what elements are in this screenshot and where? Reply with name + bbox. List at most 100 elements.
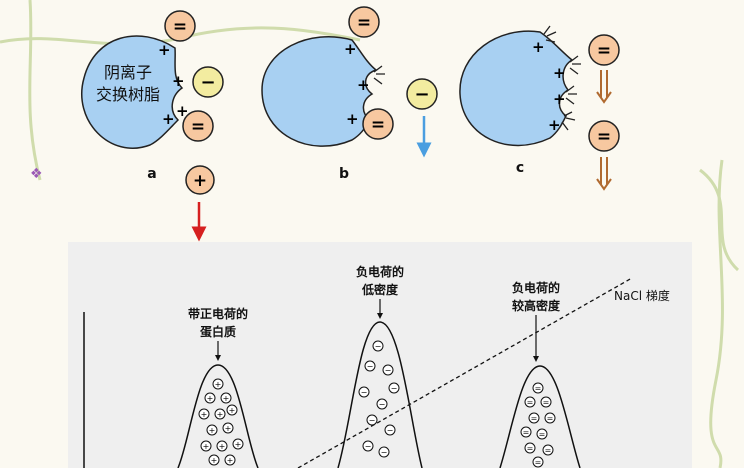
panel-letter-a: a	[147, 166, 156, 182]
resin-bead-a	[81, 35, 184, 149]
particle-circle	[200, 440, 212, 452]
bristle-icon	[543, 25, 581, 131]
particle-sign: +	[235, 440, 242, 449]
double-negative-bead	[588, 34, 620, 66]
peak-label-2-line2: 低密度	[361, 282, 399, 297]
particle-circle	[224, 454, 236, 466]
particle-circle	[528, 412, 540, 424]
particle-circle	[358, 386, 370, 398]
particle-circle	[524, 442, 536, 454]
particle-sign: −	[385, 366, 392, 375]
resin-label-line2: 交换树脂	[96, 85, 160, 104]
particle-sign: +	[227, 456, 234, 465]
particle-sign: +	[203, 442, 210, 451]
double-negative-bead	[182, 110, 214, 142]
particle-sign: =	[527, 444, 534, 453]
elution-plot: NaCl 梯度 带正电荷的 蛋白质 负电荷的 低密度 负电荷的 较高密度 +++…	[68, 242, 692, 468]
particle-sign: −	[381, 448, 388, 457]
particle-circle	[222, 422, 234, 434]
particle-sign: +	[217, 410, 224, 419]
peak-particles: +++++++++++++−−−−−−−−−−==========	[198, 340, 556, 468]
particle-sign: −	[391, 384, 398, 393]
particle-circle	[536, 428, 548, 440]
particle-sign: =	[543, 398, 550, 407]
particle-circle	[520, 426, 532, 438]
particle-circle	[372, 340, 384, 352]
panel-a: 阴离子 交换树脂 + + + + = − = + a	[81, 10, 224, 242]
plus-charge: +	[346, 110, 359, 128]
particle-sign: −	[367, 362, 374, 371]
peak-label-3-line1: 负电荷的	[512, 280, 560, 295]
bristle-icon	[373, 65, 385, 85]
particle-circle	[226, 404, 238, 416]
particle-circle	[232, 438, 244, 450]
plus-charge: +	[553, 90, 566, 108]
particle-circle	[388, 382, 400, 394]
particle-sign: −	[365, 442, 372, 451]
peak-curve-2	[337, 321, 423, 468]
particle-sign: +	[223, 394, 230, 403]
peak-label-1-line2: 蛋白质	[200, 324, 236, 339]
plus-charge: +	[548, 116, 561, 134]
particle-sign: −	[379, 400, 386, 409]
negative-bead	[406, 78, 438, 110]
bullet-icon: ❖	[30, 166, 43, 182]
double-negative-sign: =	[357, 13, 371, 33]
plus-charge: +	[344, 40, 357, 58]
particle-sign: +	[209, 426, 216, 435]
particle-circle	[532, 456, 544, 468]
panel-letter-c: c	[516, 160, 524, 176]
double-negative-bead	[588, 120, 620, 152]
plus-charge: +	[176, 102, 189, 120]
double-negative-sign: =	[597, 127, 611, 147]
particle-circle	[532, 382, 544, 394]
brown-down-arrow	[596, 157, 612, 191]
particle-circle	[216, 440, 228, 452]
double-negative-bead	[362, 108, 394, 140]
positive-sign: +	[193, 171, 207, 191]
double-negative-bead	[348, 6, 380, 38]
particle-sign: =	[535, 458, 542, 467]
particle-sign: =	[545, 446, 552, 455]
particle-sign: =	[531, 414, 538, 423]
particle-sign: +	[207, 394, 214, 403]
particle-circle	[214, 408, 226, 420]
particle-sign: =	[527, 398, 534, 407]
plot-area	[68, 242, 692, 468]
particle-sign: +	[211, 456, 218, 465]
particle-sign: =	[523, 428, 530, 437]
particle-circle	[208, 454, 220, 466]
particle-circle	[378, 446, 390, 458]
resin-label-line1: 阴离子	[104, 63, 152, 82]
particle-sign: =	[535, 384, 542, 393]
gradient-label: NaCl 梯度	[614, 288, 670, 303]
particle-circle	[362, 440, 374, 452]
particle-circle	[198, 408, 210, 420]
particle-circle	[540, 396, 552, 408]
particle-sign: +	[219, 442, 226, 451]
particle-sign: −	[369, 416, 376, 425]
plus-charge: +	[553, 64, 566, 82]
brown-down-arrow	[596, 70, 612, 104]
plus-charge: +	[158, 41, 171, 59]
particle-sign: =	[547, 414, 554, 423]
peak-label-1-line1: 带正电荷的	[188, 306, 248, 321]
plus-charge: +	[357, 76, 370, 94]
plus-charge: +	[532, 38, 545, 56]
particle-sign: +	[229, 406, 236, 415]
particle-circle	[376, 398, 388, 410]
particle-circle	[382, 364, 394, 376]
particle-sign: =	[539, 430, 546, 439]
particle-circle	[220, 392, 232, 404]
particle-sign: −	[387, 426, 394, 435]
double-negative-sign: =	[371, 115, 385, 135]
plus-charge: +	[172, 72, 185, 90]
double-negative-sign: =	[191, 117, 205, 137]
negative-sign: −	[200, 72, 215, 93]
particle-sign: +	[215, 380, 222, 389]
particle-sign: −	[361, 388, 368, 397]
particle-circle	[542, 444, 554, 456]
panel-b: + + + = = − b	[261, 6, 438, 182]
negative-sign: −	[414, 84, 429, 105]
